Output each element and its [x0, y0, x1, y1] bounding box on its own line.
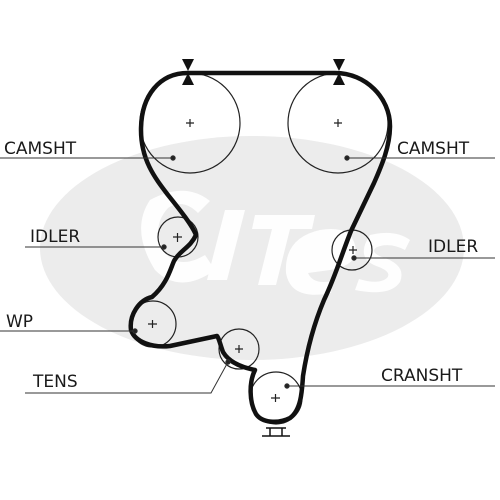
- crank-timing-mark: [262, 427, 290, 437]
- gates-watermark: [40, 136, 464, 360]
- timing-marks: [182, 59, 345, 85]
- label-idler-left: IDLER: [30, 227, 80, 247]
- leader-tensioner: [25, 361, 229, 394]
- label-camshaft-right: CAMSHT: [397, 139, 470, 159]
- label-camshaft-left: CAMSHT: [4, 139, 77, 159]
- timing-belt: [128, 70, 393, 424]
- label-idler-right: IDLER: [428, 237, 478, 257]
- tensioner-pulley: [218, 328, 260, 370]
- label-water-pump: WP: [6, 312, 33, 332]
- label-tensioner: TENS: [32, 372, 78, 392]
- center-marks: [148, 119, 357, 402]
- label-crankshaft: CRANSHT: [381, 366, 463, 386]
